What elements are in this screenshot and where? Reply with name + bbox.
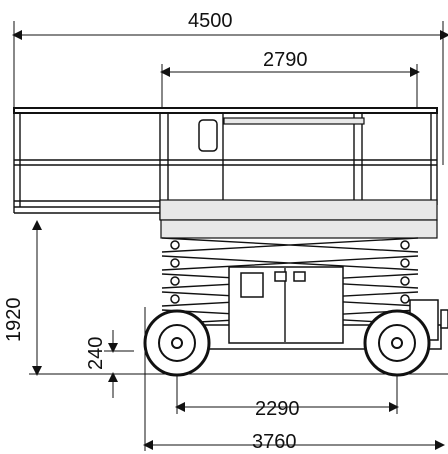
module-detail-1 bbox=[274, 271, 287, 282]
wheels bbox=[143, 309, 431, 377]
scissor-arm-2 bbox=[161, 255, 419, 271]
platform-height-label: 1920 bbox=[3, 298, 25, 343]
control-panel bbox=[240, 272, 264, 298]
scissor-pin-3 bbox=[170, 258, 180, 268]
platform-deck bbox=[159, 199, 438, 221]
hand-grip bbox=[198, 119, 218, 152]
scissor-pin-8 bbox=[400, 294, 410, 304]
scissor-stack bbox=[160, 219, 438, 325]
dimension-lines bbox=[12, 21, 448, 451]
scissor-pin-4 bbox=[400, 258, 410, 268]
ground-clearance-label: 240 bbox=[85, 337, 107, 370]
platform-top-rail bbox=[13, 107, 438, 114]
work-platform bbox=[13, 107, 438, 221]
rear-wheel-hub bbox=[391, 337, 403, 349]
scissor-pin-1 bbox=[170, 240, 180, 250]
control-box-top bbox=[223, 117, 365, 125]
upper-frame bbox=[160, 219, 438, 239]
rear-bumper bbox=[440, 309, 448, 329]
front-wheel-hub bbox=[171, 337, 183, 349]
machine-length-label: 3760 bbox=[252, 431, 297, 453]
wheelbase-label: 2290 bbox=[255, 398, 300, 420]
overall-length-label: 4500 bbox=[188, 10, 233, 32]
scissor-arm-1 bbox=[161, 237, 419, 253]
module-detail-2 bbox=[293, 271, 306, 282]
scissor-pin-7 bbox=[170, 294, 180, 304]
scissor-pin-5 bbox=[170, 276, 180, 286]
scissor-pin-2 bbox=[400, 240, 410, 250]
platform-deck-label: 2790 bbox=[263, 49, 308, 71]
scissor-pin-6 bbox=[400, 276, 410, 286]
